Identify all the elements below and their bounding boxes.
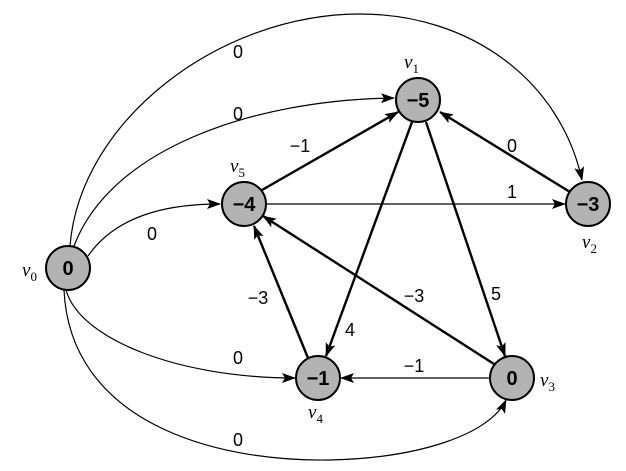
edge-v1-to-v3: [424, 121, 507, 357]
node-label-v5: v5: [230, 156, 245, 180]
node-label-v0: v0: [22, 260, 37, 284]
node-label-subscript: 0: [30, 269, 37, 284]
node-value-v0: 0: [62, 258, 73, 280]
node-label-letter: v: [540, 370, 549, 391]
node-circle-v5: [221, 181, 267, 227]
node-label-v3: v3: [540, 370, 555, 394]
node-label-letter: v: [308, 402, 317, 423]
node-label-subscript: 1: [412, 61, 419, 76]
node-v2: −3 v2: [565, 181, 611, 256]
edge-v5-to-v1: [261, 110, 399, 192]
edge-v0-to-v2: [69, 13, 585, 247]
edge-v0-to-v3: [63, 289, 507, 461]
node-value-v2: −3: [577, 194, 600, 216]
node-v0: 0v0: [22, 245, 91, 291]
node-value-v5: −4: [233, 194, 257, 216]
node-label-letter: v: [22, 260, 31, 281]
node-label-v4: v4: [308, 402, 323, 426]
edge-weight-v4-v5: −3: [248, 288, 269, 308]
node-value-v1: −5: [407, 90, 430, 112]
edge-weight-v1-v3: 5: [491, 284, 501, 304]
node-v3: 0 v3: [489, 355, 555, 401]
node-label-letter: v: [582, 232, 591, 253]
node-label-v2: v2: [582, 232, 597, 256]
node-label-v1: v1: [404, 52, 419, 76]
edge-v0-to-v4: [65, 289, 296, 383]
edge-weight-v2-v1: 0: [507, 136, 517, 156]
node-label-subscript: 3: [548, 379, 555, 394]
edge-v4-to-v5: [252, 225, 310, 359]
node-value-v4: −1: [307, 368, 330, 390]
edge-weight-v0-v5: 0: [147, 224, 157, 244]
edge-weight-v5-v1: −1: [290, 136, 311, 156]
node-circle-v2: [565, 181, 611, 227]
edge-weight-v3-v5: −3: [404, 286, 425, 306]
edge-v0-to-v1: [73, 93, 395, 247]
node-value-v3: 0: [506, 368, 517, 390]
node-v5: −4 v5: [221, 156, 267, 227]
edge-weight-v0-v3: 0: [233, 430, 243, 450]
node-circle-v1: [395, 77, 441, 123]
edge-weight-v0-v1: 0: [233, 104, 243, 124]
node-label-subscript: 2: [590, 241, 597, 256]
edge-v3-to-v5: [262, 214, 495, 366]
node-label-letter: v: [230, 156, 239, 177]
edge-v2-to-v1: [439, 110, 571, 194]
edge-v0-to-v5: [87, 199, 221, 257]
edge-weight-v1-v4: 4: [345, 320, 355, 340]
node-v4: −1 v4: [295, 355, 341, 426]
edges-layer: 0 0 0 0 0 −1 0 1 4 5 −3 −3 −1: [63, 13, 585, 461]
edge-weight-v0-v4: 0: [233, 348, 243, 368]
node-v1: −5 v1: [395, 52, 441, 123]
node-circle-v3: [489, 355, 535, 401]
node-circle-v4: [295, 355, 341, 401]
node-label-subscript: 4: [316, 411, 323, 426]
node-label-letter: v: [404, 52, 413, 73]
node-circle-v0: [45, 245, 91, 291]
edge-weight-v0-v2: 0: [233, 42, 243, 62]
edge-weight-v5-v2: 1: [507, 182, 517, 202]
node-label-subscript: 5: [238, 165, 245, 180]
edge-weight-v3-v4: −1: [404, 356, 425, 376]
edge-v1-to-v4: [324, 121, 414, 357]
